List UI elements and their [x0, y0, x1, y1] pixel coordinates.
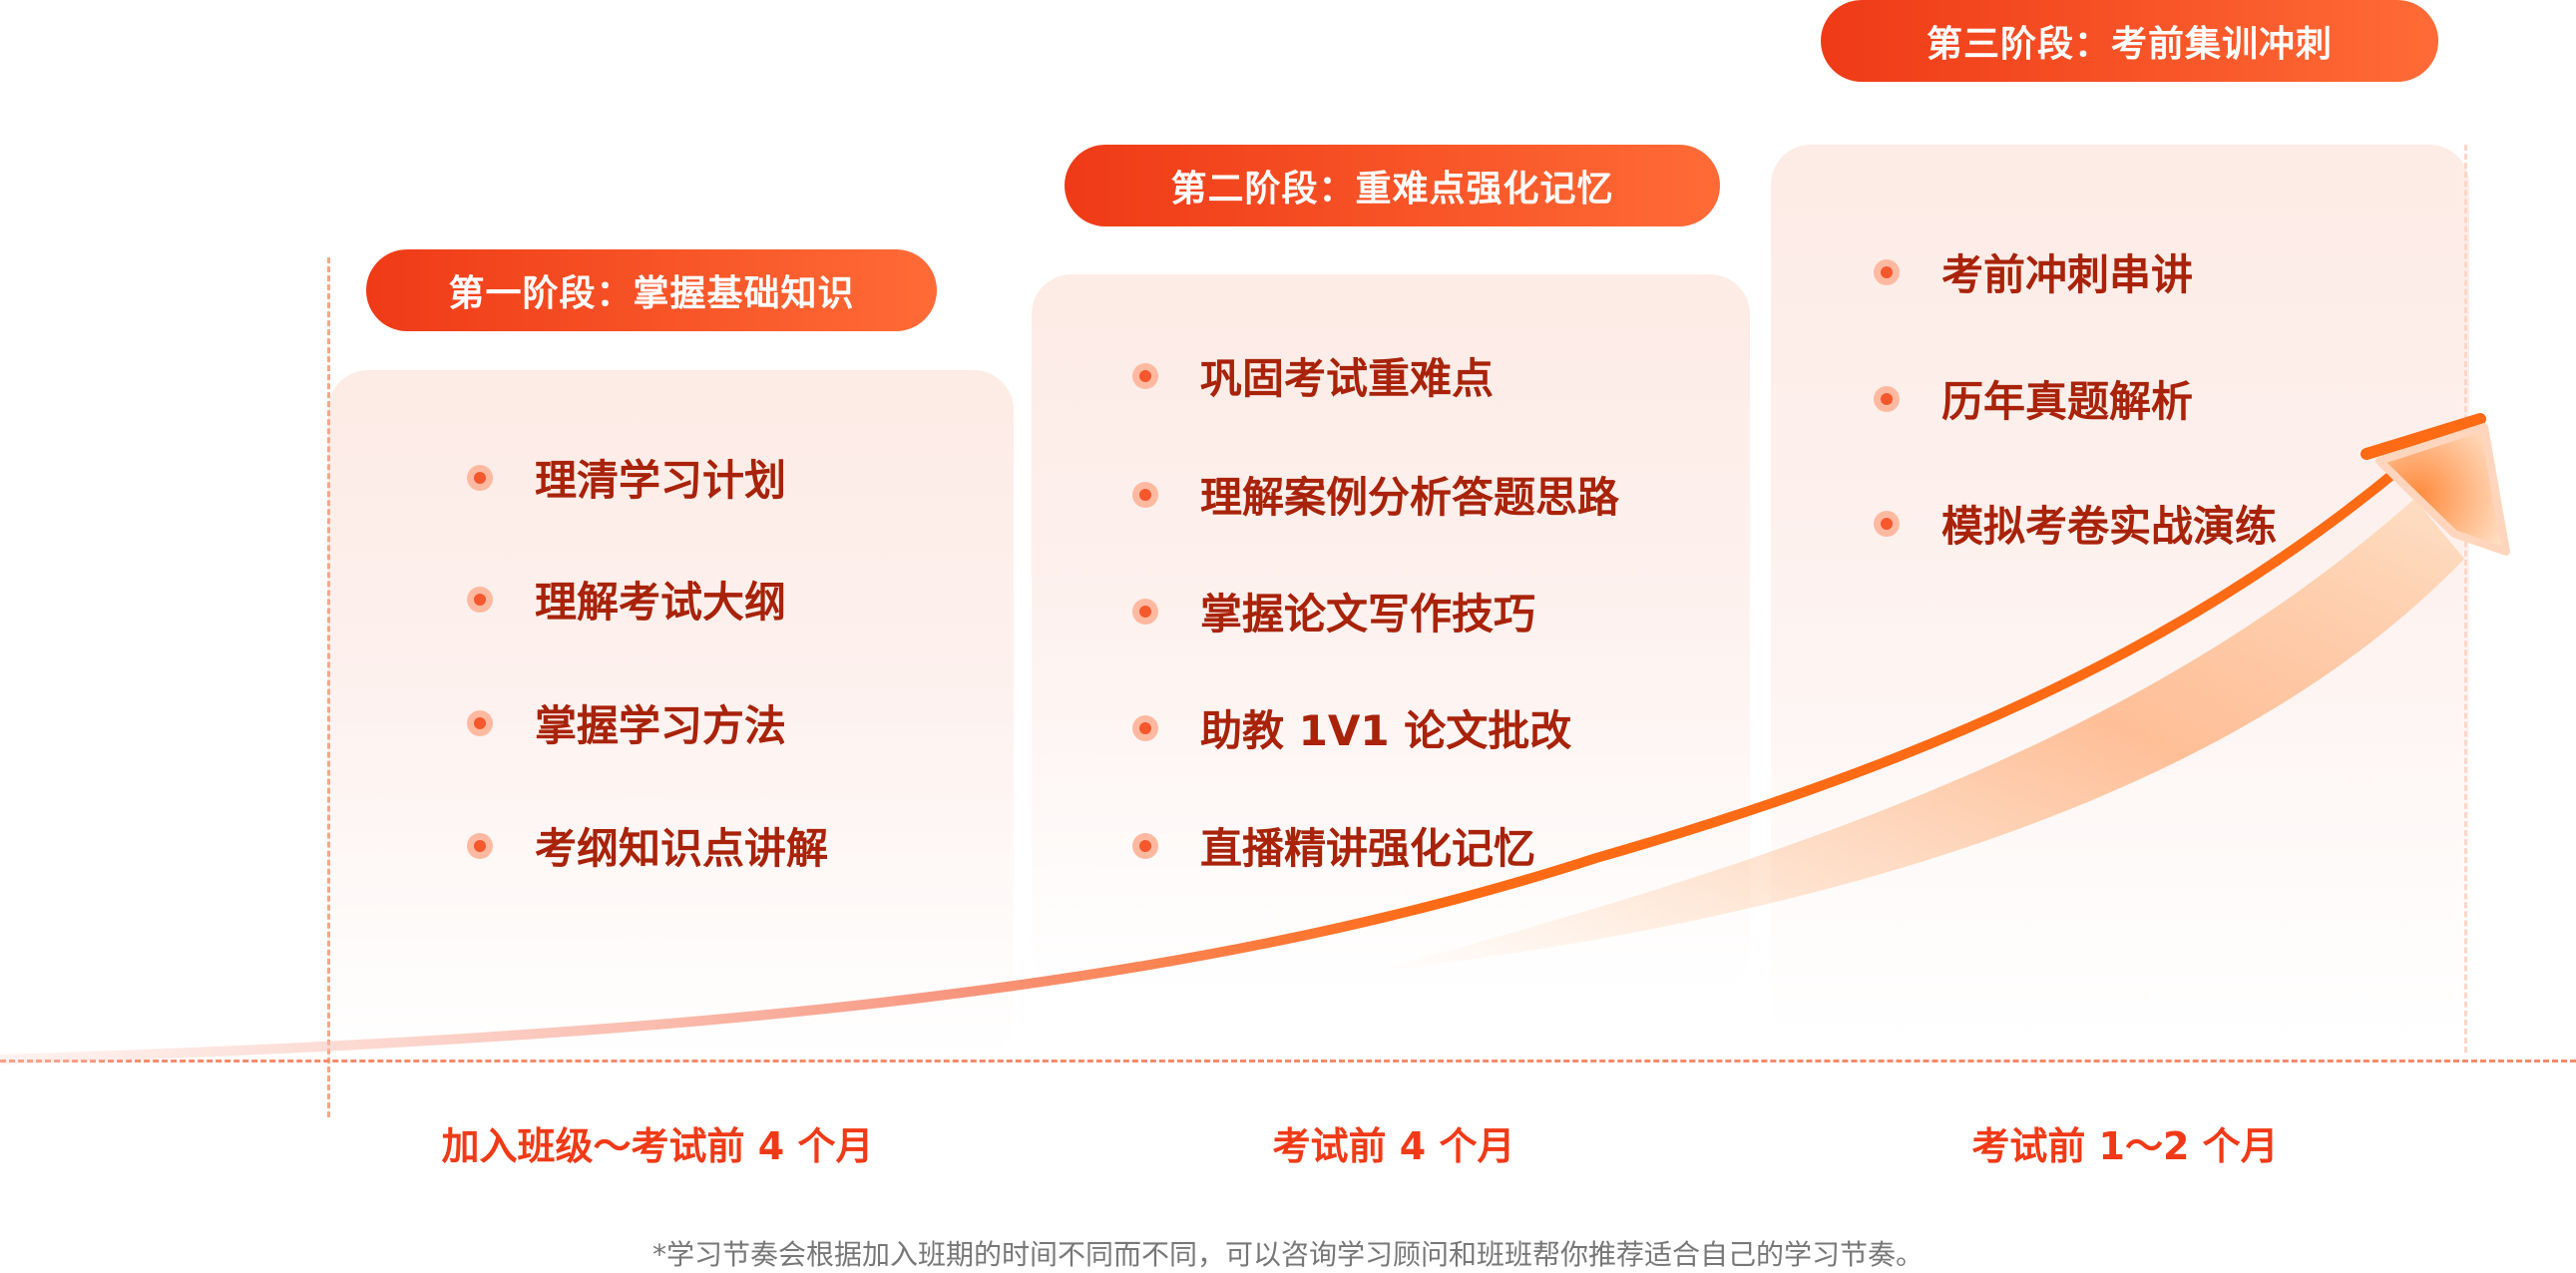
- list-item: 掌握学习方法: [467, 692, 786, 753]
- list-item: 巩固考试重难点: [1132, 345, 1494, 406]
- bullet-icon: [1132, 362, 1158, 389]
- stage-3-title: 第三阶段：考前集训冲刺: [1821, 0, 2438, 82]
- item-label: 理解考试大纲: [535, 578, 787, 627]
- list-item: 考纲知识点讲解: [467, 815, 828, 876]
- item-label: 历年真题解析: [1941, 377, 2194, 426]
- bullet-icon: [1132, 714, 1158, 741]
- bullet-icon: [1132, 832, 1158, 859]
- stage-2-title: 第二阶段：重难点强化记忆: [1065, 145, 1720, 226]
- bullet-icon: [467, 832, 493, 859]
- stage-1-title: 第一阶段：掌握基础知识: [366, 249, 937, 331]
- item-label: 巩固考试重难点: [1200, 354, 1495, 403]
- divider-right: [2464, 145, 2467, 1053]
- bullet-icon: [1132, 598, 1158, 625]
- item-label: 掌握学习方法: [535, 701, 787, 750]
- stage-1-card: [328, 370, 1014, 1059]
- bullet-icon: [467, 464, 493, 491]
- bullet-icon: [1132, 481, 1158, 508]
- bullet-icon: [1874, 258, 1900, 285]
- list-item: 直播精讲强化记忆: [1132, 815, 1535, 876]
- arrow-head: [2375, 423, 2510, 556]
- stage-2-time: 考试前 4 个月: [1272, 1124, 1515, 1168]
- item-label: 考前冲刺串讲: [1941, 250, 2194, 299]
- stage-3-time: 考试前 1～2 个月: [1971, 1124, 2279, 1168]
- list-item: 考前冲刺串讲: [1874, 241, 2193, 302]
- item-label: 模拟考卷实战演练: [1941, 502, 2278, 551]
- stage-1-time: 加入班级～考试前 4 个月: [441, 1124, 874, 1168]
- list-item: 助教 1V1 论文批改: [1132, 697, 1571, 758]
- item-label: 考纲知识点讲解: [535, 824, 829, 873]
- list-item: 理解考试大纲: [467, 569, 786, 630]
- footnote: *学习节奏会根据加入班期的时间不同而不同，可以咨询学习顾问和班班帮你推荐适合自己…: [651, 1238, 1924, 1271]
- bullet-icon: [467, 709, 493, 736]
- bullet-icon: [1874, 510, 1900, 537]
- item-label: 掌握论文写作技巧: [1200, 590, 1536, 638]
- list-item: 历年真题解析: [1874, 368, 2193, 429]
- timeline-axis: [0, 1060, 2576, 1062]
- list-item: 理清学习计划: [467, 447, 786, 508]
- list-item: 模拟考卷实战演练: [1874, 493, 2277, 554]
- item-label: 理解案例分析答题思路: [1200, 473, 1620, 522]
- list-item: 掌握论文写作技巧: [1132, 581, 1535, 641]
- item-label: 理清学习计划: [535, 456, 787, 505]
- list-item: 理解案例分析答题思路: [1132, 464, 1619, 525]
- divider-left: [327, 257, 330, 1117]
- item-label: 直播精讲强化记忆: [1200, 824, 1536, 873]
- bullet-icon: [467, 586, 493, 613]
- item-label: 助教 1V1 论文批改: [1200, 706, 1572, 755]
- bullet-icon: [1874, 385, 1900, 412]
- arrow-head-outline: [2361, 413, 2486, 460]
- stage-2-card: [1032, 274, 1750, 993]
- arrow-line: [0, 464, 2404, 1064]
